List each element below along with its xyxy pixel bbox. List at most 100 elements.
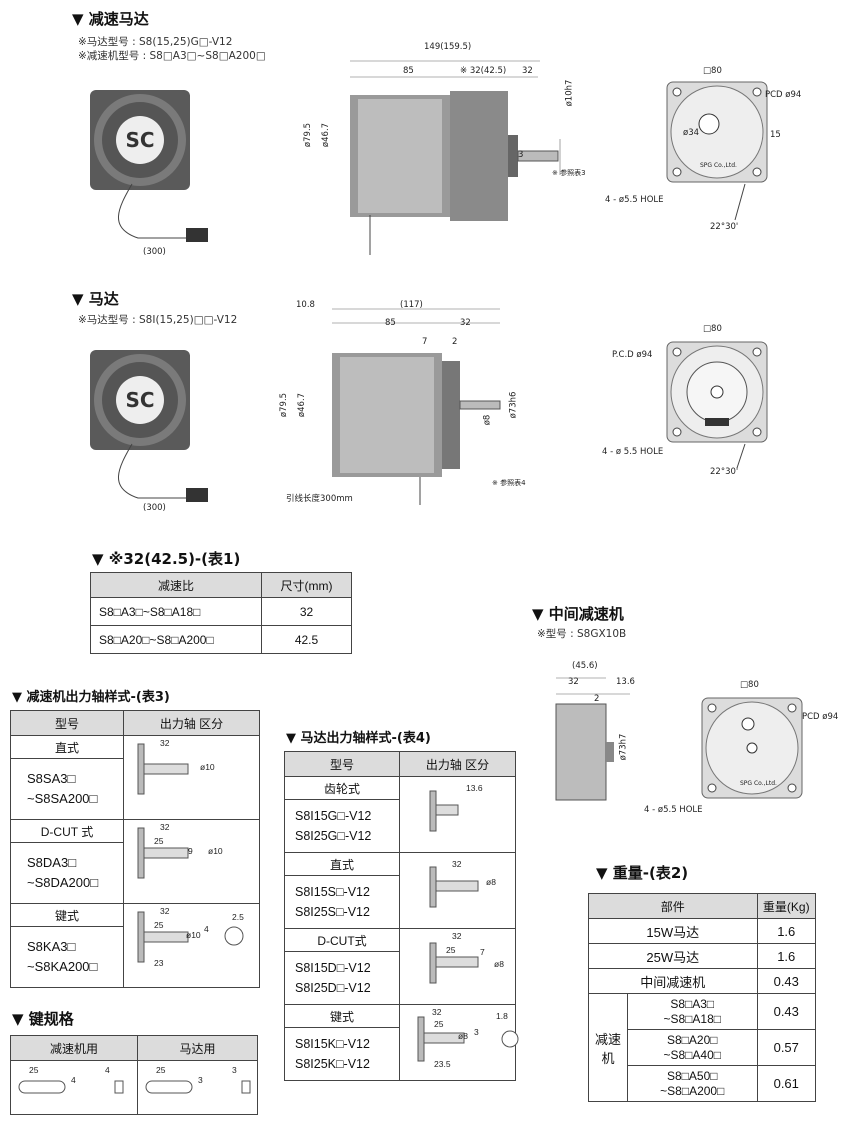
table4-models: S8I15K□-V12 S8I25K□-V12 [284, 1027, 400, 1081]
key-spec-title: ▼ 键规格 [12, 1010, 74, 1028]
model: S8I25G□-V12 [295, 829, 372, 843]
dim: 25 [446, 945, 456, 955]
table3-shaft-drawing: 32 ø10 [123, 735, 260, 820]
table4-models: S8I15S□-V12 S8I25S□-V12 [284, 875, 400, 929]
dim-pilot-dia: ø73h6 [508, 391, 519, 419]
table2-sub-model: S8□A50□~S8□A200□ [627, 1065, 758, 1102]
dim-pilot-dia: ø46.7 [321, 122, 332, 148]
dim: 13.6 [466, 783, 483, 793]
table3-models: S8DA3□ ~S8DA200□ [10, 842, 124, 904]
table2-cell: 中间减速机 [588, 968, 758, 994]
table2-sub-model: S8□A3□~S8□A18□ [627, 993, 758, 1030]
dim: ø8 [458, 1031, 468, 1041]
model: S8I15D□-V12 [295, 961, 371, 975]
table1-title: ▼ ※32(42.5)-(表1) [92, 550, 241, 568]
table3-models: S8SA3□ ~S8SA200□ [10, 758, 124, 820]
key-spec-header: 减速机用 [10, 1035, 138, 1061]
table4-shaft-drawing: 32 ø8 [399, 852, 516, 929]
dim: 2.5 [232, 912, 244, 922]
dim-angle: 22°30' [710, 222, 739, 232]
table3-shaft-drawing: 32 25 9 ø10 [123, 819, 260, 904]
table4-shaft-drawing: 32 25 7 ø8 [399, 928, 516, 1005]
dim: 1.8 [496, 1011, 508, 1021]
model: S8I25D□-V12 [295, 981, 371, 995]
table1-cell: S8□A3□~S8□A18□ [90, 597, 262, 626]
model-note: ※马达型号 : S8(15,25)G□-V12 [78, 36, 233, 48]
table4-title: ▼ 马达出力轴样式-(表4) [286, 731, 431, 746]
dim: 32 [160, 822, 170, 832]
svg-text:SC: SC [125, 128, 154, 152]
dim: 25 [154, 836, 164, 846]
table2-header: 部件 [588, 893, 758, 919]
dim-flange-dia: ø79.5 [303, 122, 314, 148]
model: ~S8□A200□ [660, 1083, 725, 1098]
dim-total: (45.6) [572, 661, 598, 671]
model: S8□A50□ [666, 1068, 718, 1083]
dim: 23 [154, 958, 164, 968]
svg-text:SC: SC [125, 388, 154, 412]
table4-type: D-CUT式 [284, 928, 400, 952]
dim-center-dia: ø34 [683, 128, 700, 138]
dim: 9 [188, 846, 193, 856]
model-note: ※减速机型号 : S8□A3□~S8□A200□ [78, 50, 266, 62]
motor-front-view-drawing: SC [90, 350, 208, 502]
dim-offset: 15 [770, 130, 781, 140]
dim-motor-length: 85 [385, 318, 396, 328]
model: S8DA3□ [27, 855, 77, 870]
model: S8KA3□ [27, 939, 76, 954]
motor-side-view [332, 308, 501, 505]
key-drawing-motor: 25 3 3 [137, 1060, 258, 1115]
dim-shaft-dia: ø8 [482, 414, 493, 426]
dim-shaft-step: 3 [518, 150, 524, 160]
table4-shaft-drawing: 13.6 [399, 776, 516, 853]
table2-cell: 1.6 [756, 943, 816, 969]
dim-pilot-length: 7 [422, 337, 428, 347]
dim-holes: 4 - ø 5.5 HOLE [602, 447, 664, 457]
dim: ø8 [486, 877, 496, 887]
table1: 减速比 尺寸(mm) S8□A3□~S8□A18□ 32 S8□A20□~S8□… [90, 572, 352, 654]
dim: 32 [432, 1007, 442, 1017]
dim: 4 [71, 1075, 76, 1085]
dim: 25 [434, 1019, 444, 1029]
table3-title: ▼ 减速机出力轴样式-(表3) [12, 690, 170, 705]
table2-cell: 0.57 [756, 1029, 816, 1066]
dim-total-length: 149(159.5) [424, 42, 472, 52]
dim-shaft-length: 32 [522, 66, 533, 76]
table3-header: 型号 [10, 710, 124, 736]
ref-table4-note: ※ 参照表4 [492, 479, 526, 487]
table3-shaft-drawing: 32 25 23 ø10 4 2.5 [123, 903, 260, 988]
dim-total-length: (117) [400, 300, 423, 310]
table1-header: 尺寸(mm) [261, 572, 352, 598]
dim: 32 [160, 738, 170, 748]
dim-motor-length: 85 [403, 66, 414, 76]
dim-pcd: P.C.D ø94 [612, 350, 653, 360]
reducer-end-view [666, 81, 768, 221]
middle-reducer-end-view [701, 697, 803, 799]
table3: 型号 出力轴 区分 直式 32 ø10 S8SA3□ ~S8SA200□ D-C… [10, 710, 260, 988]
table1-header: 减速比 [90, 572, 262, 598]
dim-square: □80 [703, 66, 722, 76]
dim-body: 32 [568, 677, 579, 687]
table4-type: 齿轮式 [284, 776, 400, 800]
dim-step: 2 [452, 337, 458, 347]
table4-type: 直式 [284, 852, 400, 876]
key-spec-header: 马达用 [137, 1035, 258, 1061]
table1-cell: 32 [261, 597, 352, 626]
dim: ø10 [186, 930, 201, 940]
table2-cell: 15W马达 [588, 918, 758, 944]
dim: 23.5 [434, 1059, 451, 1069]
model: ~S8SA200□ [27, 791, 98, 806]
dim: 4 [204, 924, 209, 934]
table3-type: D-CUT 式 [10, 819, 124, 843]
dim: 25 [154, 920, 164, 930]
table4-models: S8I15G□-V12 S8I25G□-V12 [284, 799, 400, 853]
model: S8I25S□-V12 [295, 905, 370, 919]
model: S8I15S□-V12 [295, 885, 370, 899]
dim: 7 [480, 947, 485, 957]
table3-type: 键式 [10, 903, 124, 927]
model: ~S8□A40□ [663, 1047, 722, 1062]
dim-shaft-dia: ø10h7 [564, 79, 575, 107]
dim-square: □80 [703, 324, 722, 334]
section-title-reducer-motor: ▼ 减速马达 [72, 10, 149, 28]
